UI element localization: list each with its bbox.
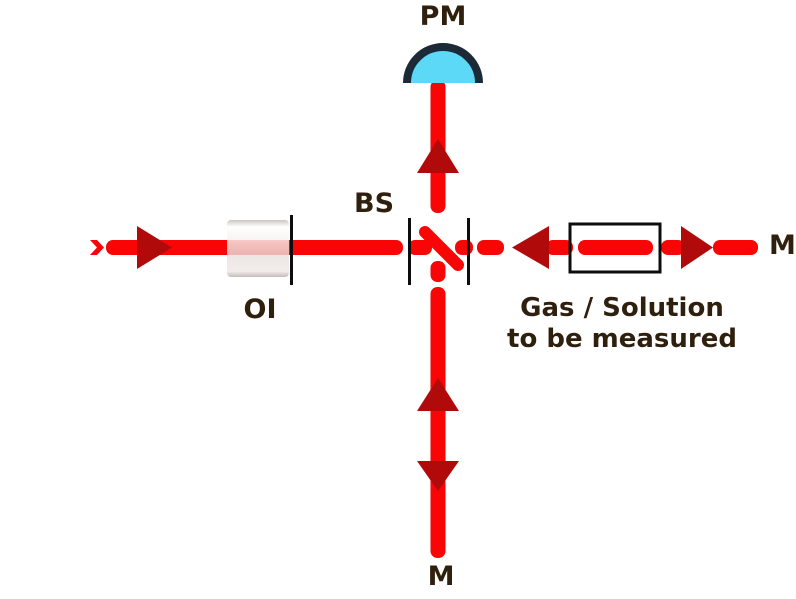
beam-source-chevron-tail xyxy=(90,240,104,255)
beam-right-dash-2 xyxy=(546,240,573,255)
arrow-down-icon-bottom-arm xyxy=(417,461,459,491)
arrow-left-icon-right-arm xyxy=(512,226,549,269)
arrow-up-icon-to-detector xyxy=(417,139,459,173)
photodetector-dome-outline xyxy=(403,43,483,84)
beam-bottom-arm xyxy=(430,287,446,558)
beam-right-dash-4 xyxy=(713,240,758,255)
arrow-up-icon-bottom-arm xyxy=(417,378,459,411)
sample-label-line1: Gas / Solution xyxy=(520,293,724,323)
sample-label-line2: to be measured xyxy=(507,324,737,354)
beam-bs-stub-right xyxy=(455,240,473,255)
sample-label: Gas / Solution to be measured xyxy=(507,293,737,355)
beam-right-dash-3 xyxy=(661,240,685,255)
photodetector-dome xyxy=(410,50,476,83)
beam-bs-stub-left xyxy=(408,240,432,255)
label-beam-splitter: BS xyxy=(353,188,395,219)
sample-cell xyxy=(568,222,662,274)
optical-isolator-cylinder xyxy=(227,220,289,277)
beam-bottom-stub xyxy=(430,261,446,282)
beam-right-dash-1 xyxy=(477,240,504,255)
arrow-right-icon-to-mirror xyxy=(681,226,713,269)
label-mirror-bottom: M xyxy=(427,561,455,592)
label-photodetector: PM xyxy=(419,1,467,32)
label-optical-isolator: OI xyxy=(243,294,277,325)
label-mirror-right: M xyxy=(769,230,796,261)
beam-right-dash-in-cell xyxy=(578,240,653,255)
arrow-right-icon-left-arm xyxy=(137,226,172,269)
beam-splitter-diagonal xyxy=(419,226,464,271)
